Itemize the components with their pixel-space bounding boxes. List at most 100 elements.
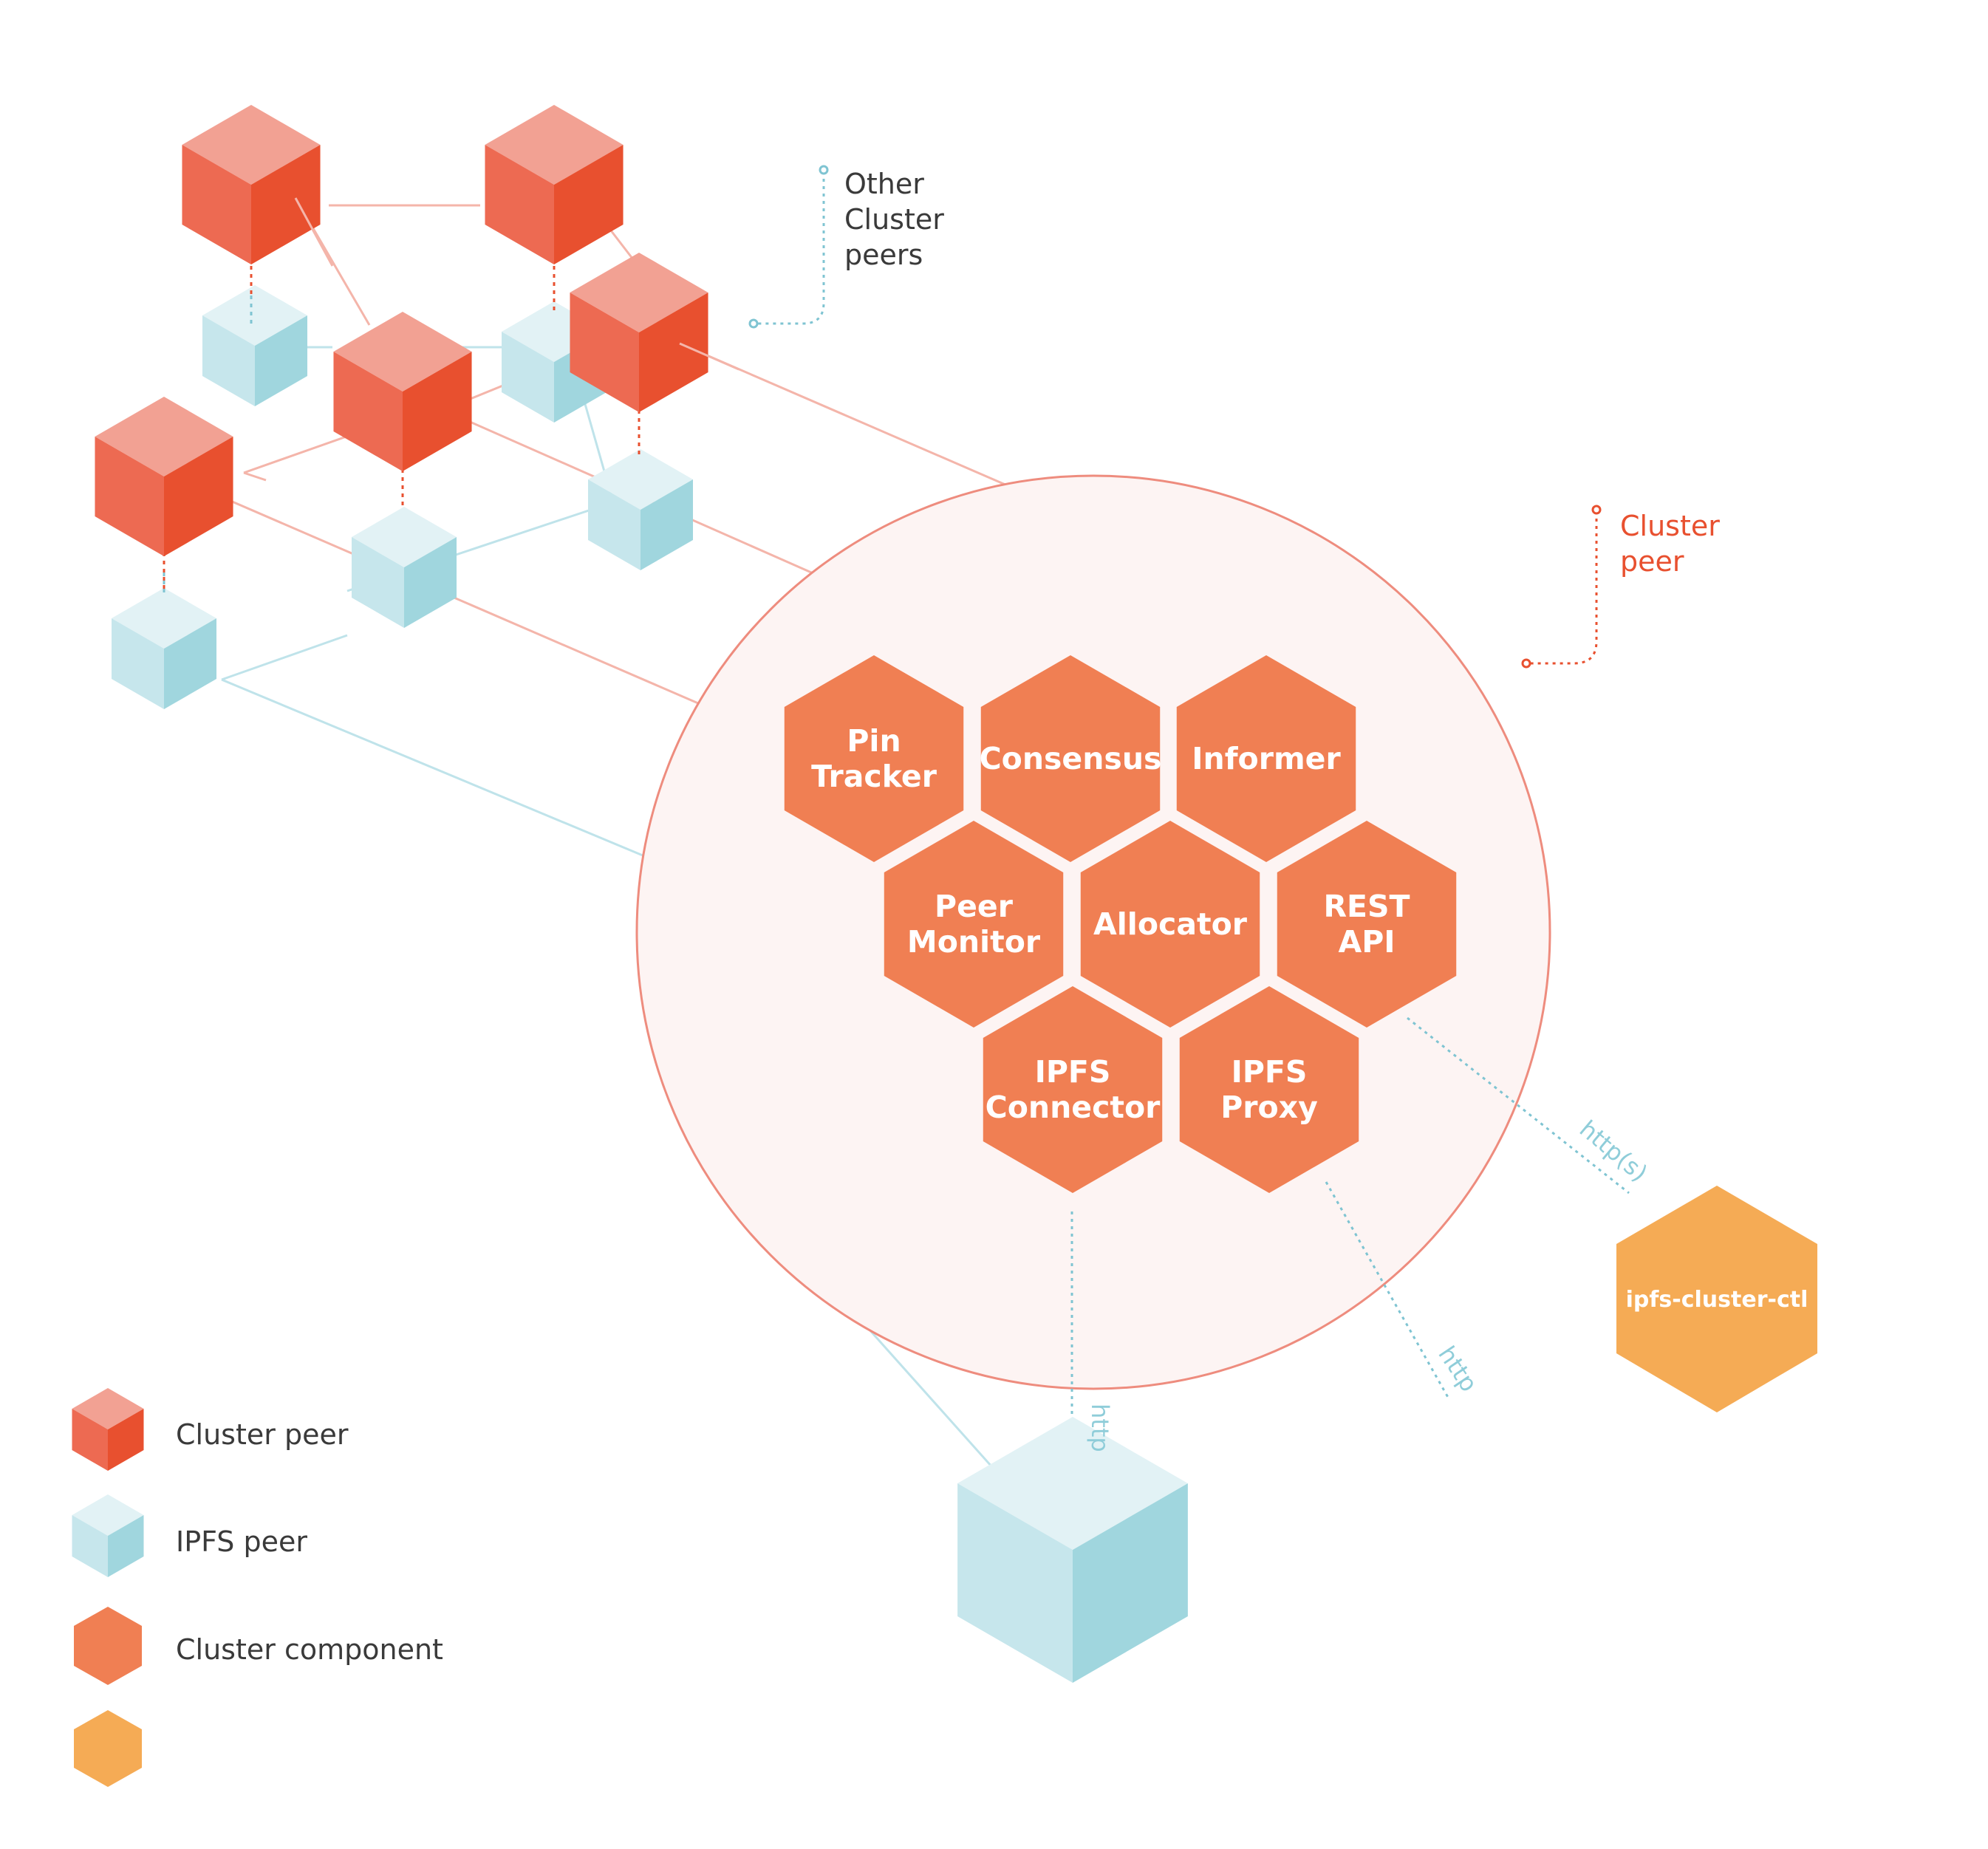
- cluster-peer-cube-right: [554, 145, 624, 264]
- component-label: Proxy: [1220, 1090, 1318, 1125]
- component-label: IPFS: [1035, 1054, 1111, 1090]
- cluster-peer-cube-left: [95, 437, 164, 556]
- legend-blue-cube: [72, 1494, 144, 1577]
- ipfs-peer-cube-right: [255, 315, 308, 406]
- callout-other-peers-dot-top: [819, 165, 829, 175]
- legend-blue-cube-left: [72, 1515, 108, 1577]
- cluster-peer-cube-right: [164, 437, 233, 556]
- component-hex[interactable]: [980, 655, 1161, 862]
- callout-cluster-peer-line-1: Cluster: [1620, 510, 1720, 542]
- ipfs-peer-cube: [111, 588, 217, 709]
- local-ipfs-peer-cube-top: [957, 1417, 1188, 1550]
- cluster-peer-cube-left: [485, 145, 554, 264]
- cluster-peer-cube: [333, 312, 472, 471]
- protocol-links: [1070, 1016, 1630, 1459]
- cluster-peer-cube: [95, 397, 233, 556]
- component-label: Monitor: [907, 924, 1041, 960]
- peer-link: [294, 197, 334, 267]
- ipfs-peer-cube-left: [202, 315, 255, 406]
- legend-red-cube-right: [108, 1409, 144, 1471]
- component-hex[interactable]: [1080, 821, 1260, 1028]
- cluster-peer-cube-left: [333, 352, 403, 471]
- legend-ipfs-peer-icon: [72, 1494, 144, 1577]
- ipfs-cluster-ctl[interactable]: ipfs-cluster-ctl: [1616, 1186, 1817, 1412]
- callout-other-peers-line-3: peers: [844, 239, 923, 271]
- legend-cluster-peer-label: Cluster peer: [176, 1418, 349, 1451]
- cluster-peer-cube: [485, 105, 624, 264]
- local-ipfs-peer-cube: [957, 1417, 1188, 1683]
- component-hex[interactable]: [1179, 986, 1359, 1193]
- legend-component-label: Cluster component: [176, 1633, 443, 1666]
- local-ipfs-peer-cube-right: [1073, 1483, 1188, 1683]
- callout-cluster-peer-line: [1528, 511, 1598, 665]
- component-allocator[interactable]: Allocator: [1080, 821, 1260, 1028]
- peer-link: [679, 342, 739, 371]
- ipfs-peer-cube-right: [164, 618, 217, 709]
- legend-tool-icon: [74, 1710, 142, 1787]
- component-consensus[interactable]: Consensus: [980, 655, 1162, 862]
- callout-cluster-peer-dot-top: [1591, 505, 1602, 515]
- legend-cluster-peer-icon: [72, 1388, 144, 1471]
- callout-other-peers-line-1: Other: [844, 168, 924, 200]
- peer-link: [243, 471, 267, 482]
- ipfs-peer-cube-left: [501, 332, 554, 423]
- peer-cubes: [95, 105, 1188, 1683]
- component-label: REST: [1323, 889, 1410, 924]
- ipfs-peer-cube-left: [111, 618, 164, 709]
- component-hex[interactable]: [983, 986, 1163, 1193]
- protocol-label-rest: http(s): [1574, 1115, 1653, 1187]
- component-label: Peer: [935, 889, 1014, 924]
- component-hex[interactable]: [884, 821, 1064, 1028]
- callout-cluster-peer-dot-end: [1521, 658, 1531, 669]
- cluster-peer-cube: [182, 105, 321, 264]
- ipfs-peer-cube-top: [202, 285, 308, 346]
- legend: Cluster peer IPFS peer Cluster component: [72, 1388, 443, 1787]
- ipfs-peer-cube-left: [587, 479, 641, 570]
- protocol-label-proxy: http: [1432, 1341, 1483, 1397]
- ipfs-cluster-ctl-hex[interactable]: [1616, 1186, 1817, 1412]
- cluster-peer-cube: [570, 253, 708, 412]
- ipfs-peer-cube: [587, 449, 694, 570]
- legend-component-icon: [74, 1607, 142, 1685]
- legend-blue-cube-right: [108, 1515, 144, 1577]
- cluster-peer-cube-top: [570, 253, 708, 332]
- ipfs-cluster-ctl-label: ipfs-cluster-ctl: [1626, 1287, 1808, 1313]
- cluster-peer-cube-right: [403, 352, 472, 471]
- ipfs-peer-cube-top: [351, 507, 457, 567]
- ipfs-peer-cube-right: [404, 537, 457, 628]
- callout-cluster-peer-line-2: peer: [1620, 545, 1684, 578]
- network-link: [221, 678, 643, 857]
- callout-other-peers-line: [755, 171, 825, 325]
- component-label: IPFS: [1232, 1054, 1308, 1090]
- component-label: Consensus: [980, 741, 1162, 776]
- callout-other-peers-dot-end: [748, 318, 759, 329]
- network-link: [221, 634, 348, 681]
- cluster-peer-cube-left: [182, 145, 251, 264]
- component-hex[interactable]: [784, 655, 964, 862]
- component-label: Pin: [847, 723, 901, 759]
- protocol-label-connector: http: [1086, 1404, 1114, 1452]
- cluster-peer-cube-right: [251, 145, 321, 264]
- cluster-peer-cube-right: [639, 293, 708, 412]
- component-hex[interactable]: [1277, 821, 1457, 1028]
- rest-api-link: [1407, 1016, 1630, 1194]
- ipfs-proxy-link: [1325, 1181, 1451, 1401]
- cluster-peer-cube-left: [570, 293, 639, 412]
- component-informer[interactable]: Informer: [1176, 655, 1356, 862]
- ipfs-peer-cube-top: [587, 449, 694, 510]
- legend-ipfs-peer-label: IPFS peer: [176, 1525, 307, 1558]
- local-ipfs-peer-cube-left: [957, 1483, 1073, 1683]
- cluster-peer-cube-top: [485, 105, 624, 185]
- ipfs-peer-cube: [351, 507, 457, 628]
- ipfs-peer-cube: [202, 285, 308, 406]
- callout-cluster-peer: Cluster peer: [1521, 505, 1720, 669]
- component-hex[interactable]: [1176, 655, 1356, 862]
- callout-other-peers-line-2: Cluster: [844, 203, 944, 236]
